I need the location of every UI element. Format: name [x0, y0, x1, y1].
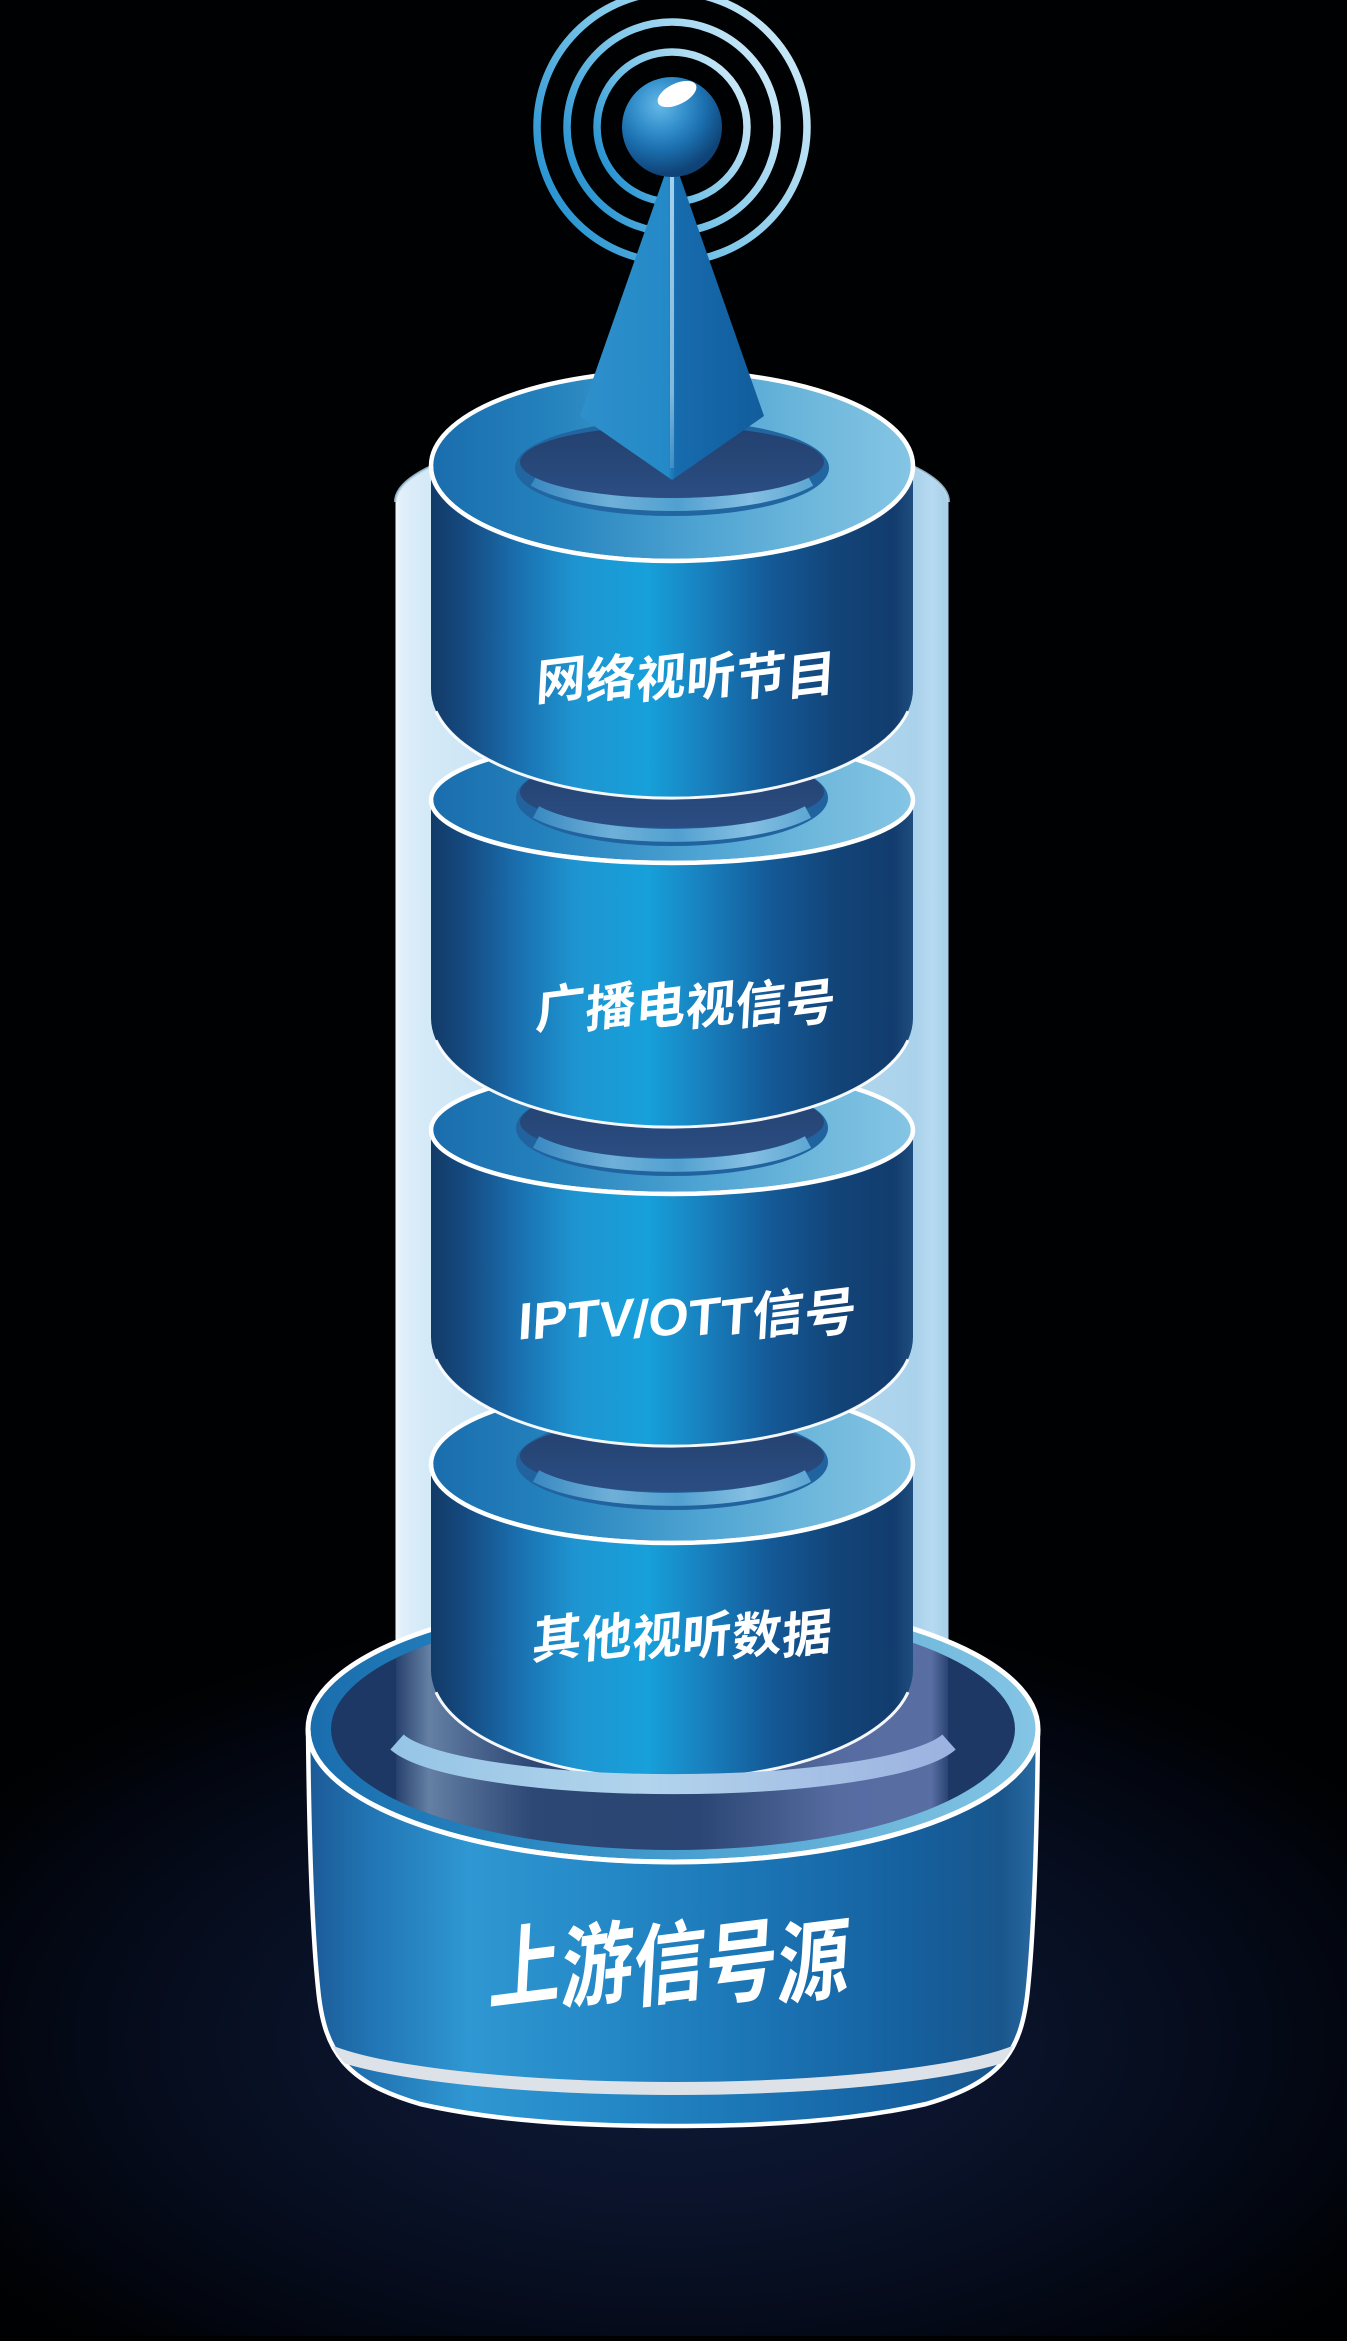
svg-text:T: T [719, 1287, 754, 1349]
svg-text:T: T [566, 1289, 601, 1351]
svg-text:I: I [517, 1292, 535, 1352]
svg-text:/: / [632, 1290, 650, 1350]
svg-text:O: O [647, 1287, 691, 1350]
svg-text:P: P [531, 1289, 569, 1351]
svg-text:T: T [687, 1287, 722, 1349]
svg-text:V: V [598, 1288, 636, 1350]
